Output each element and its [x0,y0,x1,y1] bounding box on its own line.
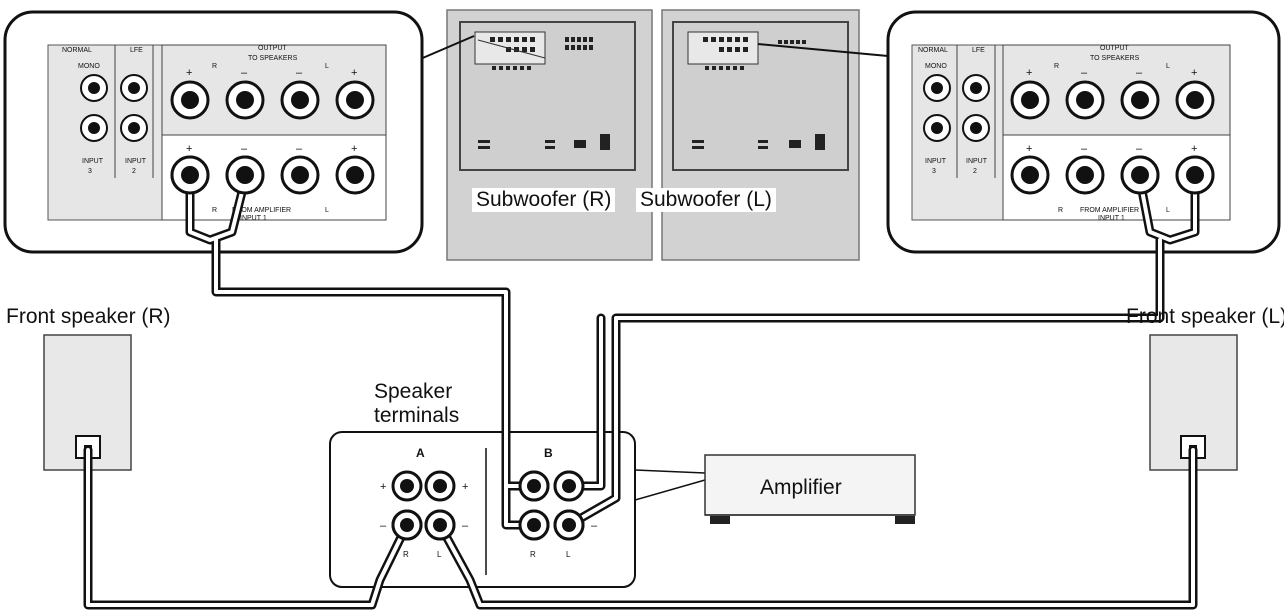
right-panel-mono-label: MONO [925,63,947,70]
left-rear-panel: NORMAL LFE MONO OUTPUT TO SPEAKERS INPUT… [3,10,424,254]
left-panel-normal-label: NORMAL [62,47,92,54]
left-panel-output-l: L [325,63,329,70]
right-panel-in-plus-2: + [1191,143,1197,155]
right-panel-input2-label: INPUT [966,158,988,165]
right-panel-output-label: OUTPUT [1100,45,1130,52]
left-panel-input2-label: INPUT [125,158,147,165]
left-panel-out-minus-2: – [296,67,303,79]
left-panel-out-minus-1: – [241,67,248,79]
terminal-a-l-label: L [437,550,442,559]
right-panel-in-minus-1: – [1081,143,1088,155]
amplifier-unit [634,454,916,524]
front-speaker-r-label: Front speaker (R) [6,305,171,328]
right-panel-from-amplifier-label: FROM AMPLIFIER [1080,207,1139,214]
right-panel-output-r: R [1054,63,1059,70]
cables [83,175,1200,610]
left-panel-input1-label: INPUT 1 [240,215,267,222]
right-panel-in-plus-1: + [1026,143,1032,155]
subwoofer-l-unit [661,9,860,261]
subwoofer-r-label: Subwoofer (R) [472,188,616,212]
left-panel-in-minus-2: – [296,143,303,155]
terminal-overlays [170,155,1215,541]
terminal-a-plus-left: + [380,481,386,493]
left-panel-to-speakers-label: TO SPEAKERS [248,55,298,62]
right-panel-output-l: L [1166,63,1170,70]
left-panel-input3-label: INPUT [82,158,104,165]
speaker-terminals-label-line2: terminals [374,404,460,427]
terminal-b-minus-right: – [591,520,598,532]
speaker-terminals-label-line1: Speaker [374,380,453,403]
right-panel-input3-label: INPUT [925,158,947,165]
right-panel-out-minus-2: – [1136,67,1143,79]
terminal-group-a-label: A [416,446,425,460]
right-panel-lfe-label: LFE [972,47,985,54]
left-panel-out-plus-2: + [351,67,357,79]
right-rear-panel: NORMAL LFE MONO OUTPUT TO SPEAKERS INPUT… [886,10,1281,254]
right-panel-in-minus-2: – [1136,143,1143,155]
right-panel-out-plus-2: + [1191,67,1197,79]
terminal-b-r-label: R [530,550,536,559]
right-panel-input-r: R [1058,207,1063,214]
subwoofer-r-unit [446,9,653,261]
left-panel-output-r: R [212,63,217,70]
terminal-a-minus-left: – [380,520,387,532]
left-panel-input-r: R [212,207,217,214]
right-panel-to-speakers-label: TO SPEAKERS [1090,55,1140,62]
left-panel-mono-label: MONO [78,63,100,70]
front-speaker-r [43,334,132,471]
terminal-group-b-label: B [544,446,553,460]
left-panel-in-plus-2: + [351,143,357,155]
terminal-a-plus-right: + [462,481,468,493]
left-panel-input3-number: 3 [88,168,92,175]
terminal-b-l-label: L [566,550,571,559]
terminal-a-r-label: R [403,550,409,559]
right-panel-out-plus-1: + [1026,67,1032,79]
right-panel-out-minus-1: – [1081,67,1088,79]
left-panel-input-l: L [325,207,329,214]
right-panel-input2-number: 2 [973,168,977,175]
left-panel-from-amplifier-label: FROM AMPLIFIER [232,207,291,214]
left-panel-output-label: OUTPUT [258,45,288,52]
right-panel-normal-label: NORMAL [918,47,948,54]
terminal-a-minus-right: – [462,520,469,532]
left-panel-input2-number: 2 [132,168,136,175]
left-panel-lfe-label: LFE [130,47,143,54]
left-panel-in-plus-1: + [186,143,192,155]
right-panel-input3-number: 3 [932,168,936,175]
subwoofer-l-label: Subwoofer (L) [636,188,776,212]
right-panel-input1-label: INPUT 1 [1098,215,1125,222]
left-panel-in-minus-1: – [241,143,248,155]
right-panel-input-l: L [1166,207,1170,214]
amplifier-label: Amplifier [760,476,842,499]
front-speaker-l-label: Front speaker (L) [1126,305,1284,328]
left-panel-out-plus-1: + [186,67,192,79]
